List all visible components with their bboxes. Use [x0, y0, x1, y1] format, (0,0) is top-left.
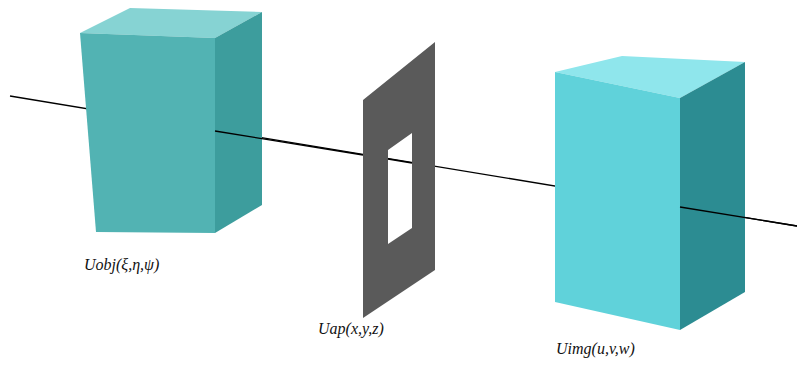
field-label: Uap(x,y,z) — [318, 320, 384, 338]
field-label: Uimg(u,v,w) — [556, 340, 635, 358]
aperture-plane — [363, 42, 435, 318]
optical-axis-segment — [388, 159, 412, 163]
object-volume — [80, 8, 262, 233]
optical-axis-segment — [215, 131, 363, 155]
image-volume — [555, 56, 745, 330]
optical-axis-segment — [680, 207, 797, 226]
field-label: Uobj(ξ,η,ψ) — [84, 256, 159, 274]
